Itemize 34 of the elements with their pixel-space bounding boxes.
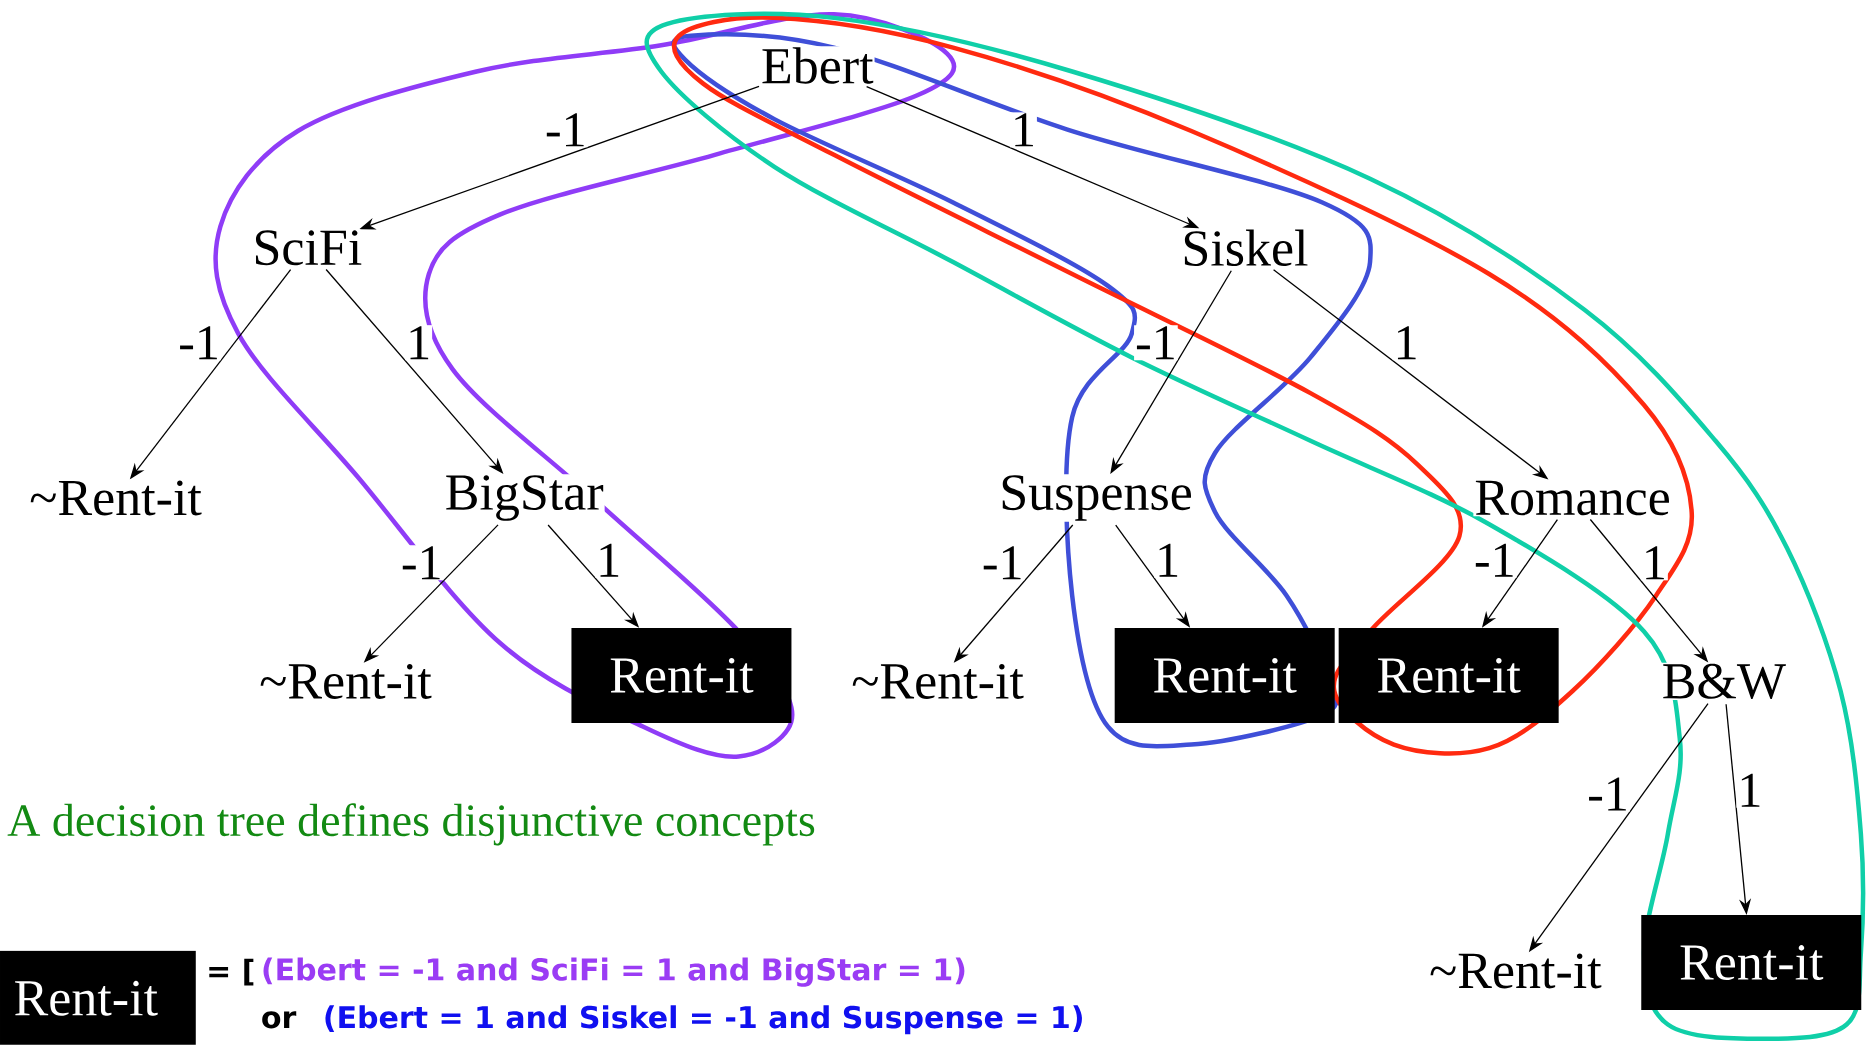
caption-text: A decision tree defines disjunctive concepts <box>7 803 815 846</box>
edge-label: -1 <box>983 546 1021 580</box>
edge-label: 1 <box>1397 326 1416 360</box>
node-label: ~Rent-it <box>28 479 203 517</box>
edge-label: 1 <box>600 543 619 577</box>
edge-label: 1 <box>1015 113 1033 147</box>
edge-label: -1 <box>180 326 217 360</box>
edge-label: 1 <box>1741 773 1760 807</box>
edge-label: -1 <box>1136 326 1174 360</box>
node-label: Romance <box>1473 479 1672 517</box>
edge-label: -1 <box>1475 543 1513 577</box>
node-label: ~Rent-it <box>850 663 1025 700</box>
leaf-box: Rent-it <box>1114 628 1335 724</box>
formula-text: (Ebert = -1 and SciFi = 1 and BigStar = 1) <box>263 957 965 987</box>
node-label: B&W <box>1660 662 1787 701</box>
node-label: ~Rent-it <box>1428 952 1603 990</box>
edge-label: -1 <box>1589 777 1626 811</box>
edge-label: 1 <box>1159 543 1178 577</box>
leaf-box: Rent-it <box>1338 628 1559 724</box>
edge-label: 1 <box>410 326 429 360</box>
edge-label: 1 <box>1646 546 1664 580</box>
node-label: Ebert <box>759 46 875 85</box>
node-label: Siskel <box>1180 228 1310 268</box>
edge-label: -1 <box>402 546 440 580</box>
node-label: SciFi <box>251 229 364 267</box>
node-label: ~Rent-it <box>258 663 433 700</box>
node-label: BigStar <box>443 474 605 522</box>
node-label: Suspense <box>998 474 1194 522</box>
leaf-box: Rent-it <box>0 950 196 1045</box>
leaf-box: Rent-it <box>571 628 792 724</box>
leaf-box: Rent-it <box>1641 915 1862 1011</box>
formula-text: (Ebert = 1 and Siskel = -1 and Suspense = 1) <box>325 1005 1082 1035</box>
edge-label: -1 <box>546 113 584 147</box>
formula-text: or <box>262 1011 297 1029</box>
